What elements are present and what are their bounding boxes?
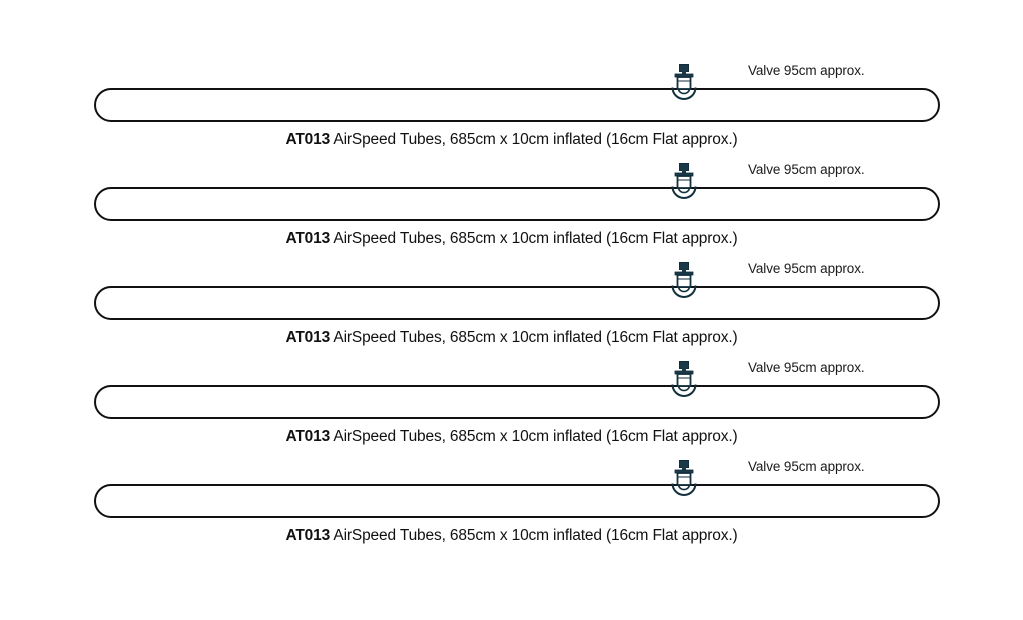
tube-caption: AT013 AirSpeed Tubes, 685cm x 10cm infla…	[0, 428, 1023, 446]
inflatable-tube-outline	[94, 385, 940, 419]
valve-callout-label: Valve 95cm approx.	[748, 162, 865, 177]
valve-icon	[664, 357, 704, 405]
valve-callout-label: Valve 95cm approx.	[748, 360, 865, 375]
inflatable-tube-outline	[94, 286, 940, 320]
product-description: AirSpeed Tubes, 685cm x 10cm inflated (1…	[333, 131, 738, 148]
product-code: AT013	[285, 428, 331, 445]
valve-icon	[664, 159, 704, 207]
valve-icon	[664, 258, 704, 306]
product-code: AT013	[285, 230, 331, 247]
tube-row: Valve 95cm approx. AT013 AirSpeed Tubes,…	[0, 59, 1023, 158]
product-code: AT013	[285, 527, 331, 544]
valve-callout-label: Valve 95cm approx.	[748, 63, 865, 78]
product-description: AirSpeed Tubes, 685cm x 10cm inflated (1…	[333, 428, 738, 445]
product-description: AirSpeed Tubes, 685cm x 10cm inflated (1…	[333, 230, 738, 247]
inflatable-tube-outline	[94, 484, 940, 518]
tube-caption: AT013 AirSpeed Tubes, 685cm x 10cm infla…	[0, 131, 1023, 149]
valve-icon	[664, 60, 704, 108]
inflatable-tube-outline	[94, 187, 940, 221]
product-code: AT013	[285, 131, 331, 148]
tube-caption: AT013 AirSpeed Tubes, 685cm x 10cm infla…	[0, 230, 1023, 248]
product-code: AT013	[285, 329, 331, 346]
tube-row: Valve 95cm approx. AT013 AirSpeed Tubes,…	[0, 158, 1023, 257]
inflatable-tube-outline	[94, 88, 940, 122]
tube-row: Valve 95cm approx. AT013 AirSpeed Tubes,…	[0, 356, 1023, 455]
valve-callout-label: Valve 95cm approx.	[748, 261, 865, 276]
tube-caption: AT013 AirSpeed Tubes, 685cm x 10cm infla…	[0, 527, 1023, 545]
valve-callout-label: Valve 95cm approx.	[748, 459, 865, 474]
product-description: AirSpeed Tubes, 685cm x 10cm inflated (1…	[333, 329, 738, 346]
valve-icon	[664, 456, 704, 504]
tube-row: Valve 95cm approx. AT013 AirSpeed Tubes,…	[0, 455, 1023, 554]
tube-caption: AT013 AirSpeed Tubes, 685cm x 10cm infla…	[0, 329, 1023, 347]
tube-row: Valve 95cm approx. AT013 AirSpeed Tubes,…	[0, 257, 1023, 356]
product-description: AirSpeed Tubes, 685cm x 10cm inflated (1…	[333, 527, 738, 544]
